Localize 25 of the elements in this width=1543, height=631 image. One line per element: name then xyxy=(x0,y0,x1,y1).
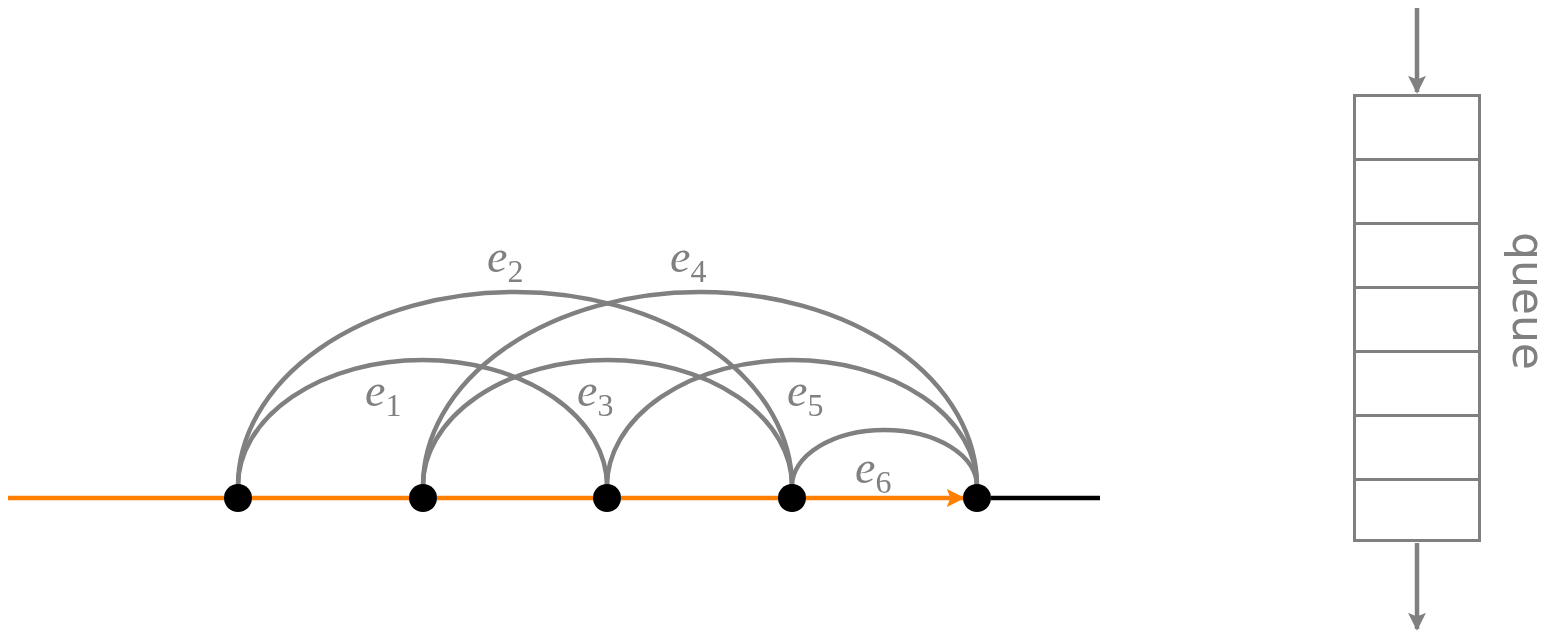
arrow xyxy=(1408,8,1426,94)
queue-box xyxy=(1353,94,1481,542)
edge-label: e$_{2}$ xyxy=(487,234,524,288)
arc-line xyxy=(604,358,980,487)
edge-label: e$_{6}$ xyxy=(855,445,892,499)
connector-line xyxy=(8,495,224,501)
connector-line xyxy=(991,495,1100,501)
connector-line xyxy=(621,495,778,501)
vertex-dot xyxy=(409,484,437,512)
vertex-dot xyxy=(593,484,621,512)
queue-label: queue xyxy=(1506,232,1543,370)
edge-label: e$_{1}$ xyxy=(365,368,402,422)
connector-line xyxy=(437,495,593,501)
arc-line xyxy=(789,427,980,487)
arc-line xyxy=(420,290,980,487)
connector-line xyxy=(252,495,409,501)
edge-label: e$_{5}$ xyxy=(787,368,824,422)
arrow xyxy=(1408,543,1426,631)
vertex-dot xyxy=(963,484,991,512)
edge-label: e$_{4}$ xyxy=(670,234,707,288)
arc-line xyxy=(235,290,795,487)
edge-label: e$_{3}$ xyxy=(577,368,614,422)
vertex-dot xyxy=(778,484,806,512)
arrow xyxy=(806,489,965,507)
vertex-dot xyxy=(224,484,252,512)
